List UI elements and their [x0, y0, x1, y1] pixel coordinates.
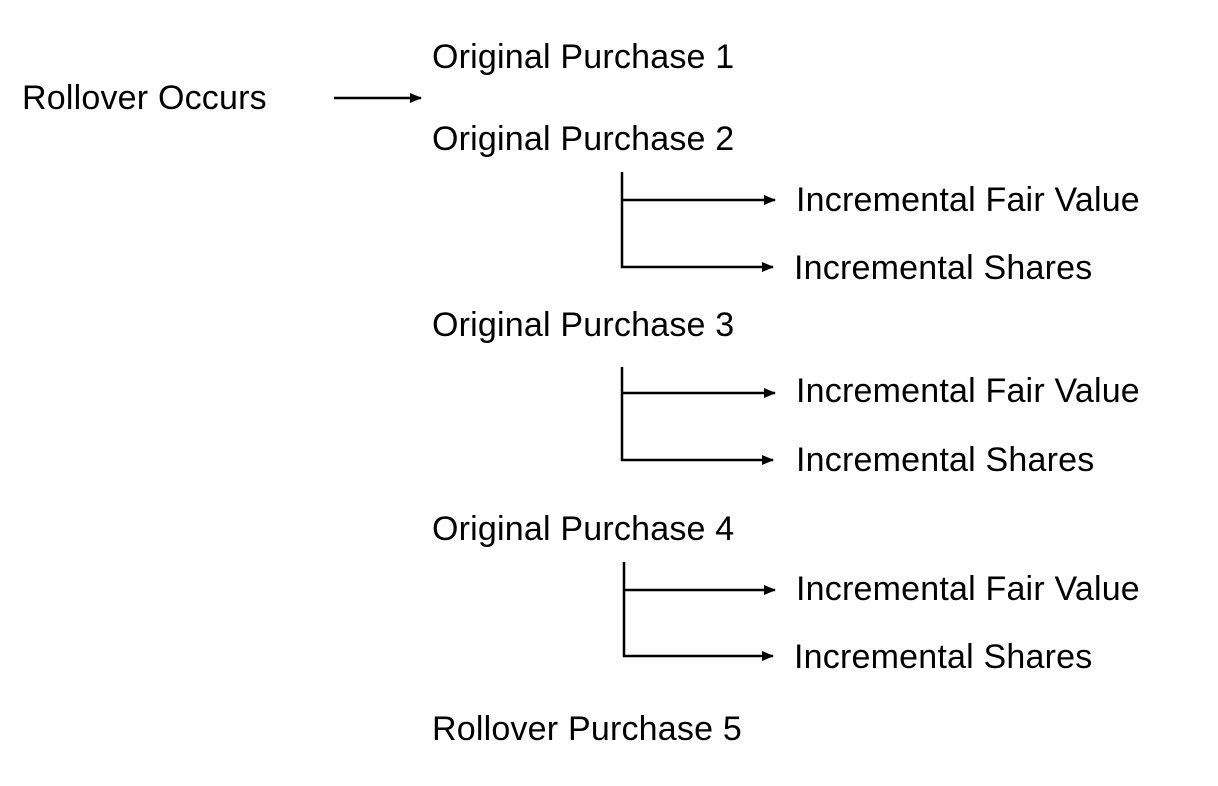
purchase-label-5: Rollover Purchase 5 — [432, 710, 742, 748]
trigger-label: Rollover Occurs — [22, 79, 267, 117]
purchase-3-fair-value-label: Incremental Fair Value — [796, 372, 1140, 410]
purchase-3-shares-label: Incremental Shares — [796, 441, 1095, 479]
purchase-label-3: Original Purchase 3 — [432, 306, 735, 344]
branch-purchase-4 — [622, 562, 776, 661]
purchase-label-4: Original Purchase 4 — [432, 510, 735, 548]
purchase-label-1: Original Purchase 1 — [432, 38, 735, 76]
purchase-4-shares-label: Incremental Shares — [794, 638, 1093, 676]
branch-purchase-3 — [620, 367, 776, 465]
purchase-2-fair-value-label: Incremental Fair Value — [796, 181, 1140, 219]
purchase-4-fair-value-label: Incremental Fair Value — [796, 570, 1140, 608]
purchase-2-shares-label: Incremental Shares — [794, 249, 1093, 287]
purchase-label-2: Original Purchase 2 — [432, 120, 735, 158]
branch-purchase-2 — [620, 172, 776, 272]
